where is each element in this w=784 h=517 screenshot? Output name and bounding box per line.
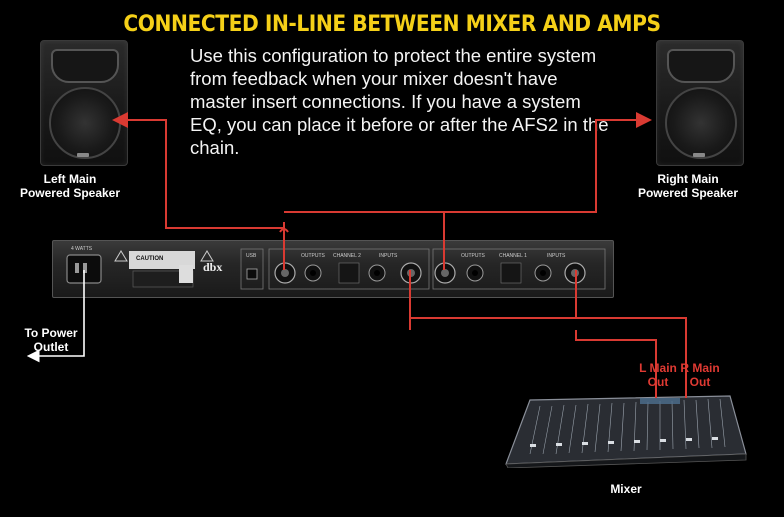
cable-mixer-inputs — [409, 270, 577, 319]
cable-to-right-speaker — [443, 112, 652, 270]
speaker-logo — [693, 153, 705, 157]
right-speaker-image — [656, 40, 744, 166]
right-speaker-label: Right Main Powered Speaker — [628, 172, 748, 200]
l-main-out-label: L Main Out — [636, 361, 680, 389]
switch-ch1-icon — [500, 262, 522, 284]
caution-label-plate — [129, 251, 195, 269]
channel1-outputs-label: OUTPUTS — [461, 253, 486, 259]
afs2-rear-panel: 4 WATTS CAUTION dbx USB OUTPUTS CHANNEL … — [52, 240, 614, 298]
right-speaker-label-line2: Powered Speaker — [637, 186, 739, 200]
power-outlet-label-line2: Outlet — [33, 340, 69, 354]
power-rating-text: 4 WATTS — [71, 246, 93, 252]
channel2-outputs-label: OUTPUTS — [301, 253, 326, 259]
cable-to-r-main-out — [576, 317, 687, 398]
cable-to-left-speaker — [112, 112, 284, 229]
warning-icon — [114, 250, 128, 262]
channel1-inputs-label: INPUTS — [547, 253, 566, 259]
channel2-label: CHANNEL 2 — [333, 253, 361, 259]
mixer-console-image — [500, 394, 750, 469]
warning-icon — [200, 250, 214, 262]
left-speaker-label-line1: Left Main — [43, 172, 97, 186]
horn-icon — [51, 49, 119, 83]
caution-text: CAUTION — [136, 256, 163, 262]
woofer-icon — [665, 87, 737, 159]
usb-port-icon — [246, 268, 258, 280]
horn-icon — [667, 49, 735, 83]
diagram-title: CONNECTED IN-LINE BETWEEN MIXER AND AMPS — [123, 12, 661, 37]
r-main-out-line1: R Main — [680, 361, 720, 375]
l-main-out-line1: L Main — [639, 361, 677, 375]
mixer-label: Mixer — [610, 482, 642, 496]
r-main-out-line2: Out — [689, 375, 711, 389]
left-speaker-image — [40, 40, 128, 166]
channel2-inputs-label: INPUTS — [379, 253, 398, 259]
description-text: Use this configuration to protect the en… — [190, 45, 609, 158]
channel1-label: CHANNEL 1 — [499, 253, 527, 259]
right-speaker-label-line1: Right Main — [657, 172, 719, 186]
rear-panel-drawing: 4 WATTS CAUTION dbx USB OUTPUTS CHANNEL … — [66, 246, 606, 290]
l-main-out-line2: Out — [647, 375, 669, 389]
speaker-logo — [77, 153, 89, 157]
woofer-icon — [49, 87, 121, 159]
dbx-logo: dbx — [203, 260, 222, 274]
switch-ch2-icon — [338, 262, 360, 284]
r-main-out-label: R Main Out — [678, 361, 722, 389]
cable-left-out-stub — [279, 222, 289, 270]
mixer-drawing — [505, 395, 747, 469]
power-outlet-label: To Power Outlet — [18, 326, 84, 354]
power-outlet-label-line1: To Power — [24, 326, 78, 340]
power-cable — [26, 270, 85, 363]
left-speaker-label-line2: Powered Speaker — [19, 186, 121, 200]
left-speaker-label: Left Main Powered Speaker — [10, 172, 130, 200]
usb-label: USB — [246, 253, 257, 259]
cable-to-l-main-out — [409, 318, 657, 398]
